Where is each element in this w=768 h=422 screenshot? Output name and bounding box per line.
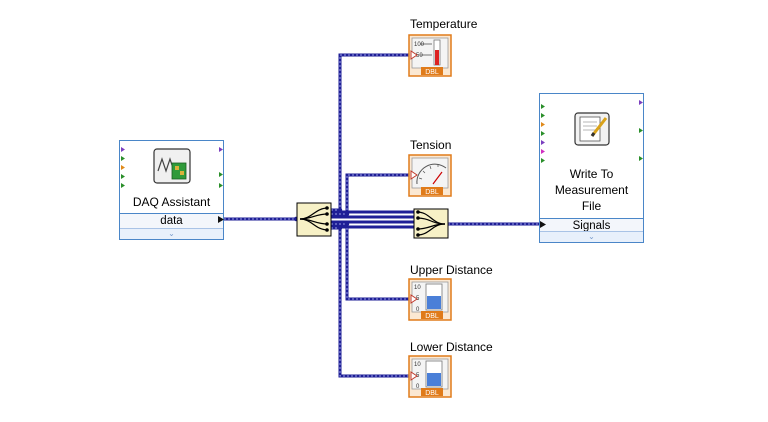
svg-text:5: 5 [416, 296, 420, 302]
write-file-title-line-2: Measurement [554, 183, 629, 197]
svg-text:100: 100 [414, 42, 425, 48]
wire-junctions [293, 207, 350, 231]
write-file-title-line-3: File [581, 199, 602, 213]
tank-icon: 10 5 0 [414, 360, 443, 390]
write-file-title-line-1: Write To [569, 167, 614, 181]
tension-label: Tension [410, 138, 452, 152]
temperature-label: Temperature [410, 17, 478, 31]
daq-assistant-title: DAQ Assistant [132, 195, 211, 209]
dbl-tag: DBL [425, 313, 439, 320]
wire-bundle[interactable] [224, 53, 540, 378]
expand-chevron-icon[interactable]: ⌄ [540, 231, 643, 242]
svg-text:0: 0 [416, 307, 420, 313]
write-file-signals-terminal[interactable]: Signals [540, 218, 643, 233]
tension-indicator[interactable] [408, 154, 452, 197]
lower-distance-label: Lower Distance [410, 340, 493, 354]
gauge-icon [416, 163, 447, 185]
dbl-tag: DBL [425, 390, 439, 397]
upper-distance-indicator[interactable]: 10 5 0 [408, 278, 452, 321]
upper-distance-label: Upper Distance [410, 263, 493, 277]
split-signals-node[interactable] [296, 202, 332, 237]
thermometer-icon: 100 50 [414, 39, 441, 66]
wire-to-temperature[interactable] [331, 53, 412, 212]
write-to-measurement-file-node[interactable]: Write To Measurement File Signals ⌄ [539, 93, 644, 243]
tank-icon: 10 5 0 [414, 283, 443, 313]
daq-icon [153, 148, 191, 184]
svg-text:5: 5 [416, 373, 420, 379]
wire-to-tension[interactable] [331, 173, 412, 216]
svg-text:10: 10 [414, 362, 421, 368]
write-file-icon [574, 112, 610, 146]
wire-to-upper-distance[interactable] [331, 222, 412, 301]
expand-chevron-icon[interactable]: ⌄ [120, 228, 223, 239]
svg-text:50: 50 [416, 53, 423, 59]
daq-data-terminal[interactable]: data [120, 213, 223, 228]
temperature-indicator[interactable]: 100 50 [408, 34, 452, 77]
dbl-tag: DBL [425, 69, 439, 76]
wire-to-lower-distance[interactable] [331, 226, 412, 378]
dbl-tag: DBL [425, 189, 439, 196]
merge-signals-node[interactable] [413, 208, 449, 239]
write-file-terminals [541, 100, 643, 163]
daq-output-arrow-icon [218, 216, 224, 223]
signals-input-arrow-icon [540, 221, 546, 228]
daq-assistant-node[interactable]: DAQ Assistant data ⌄ [119, 140, 224, 240]
svg-text:10: 10 [414, 285, 421, 291]
svg-text:0: 0 [416, 384, 420, 390]
daq-assistant-terminals [121, 147, 223, 188]
lower-distance-indicator[interactable]: 10 5 0 [408, 355, 452, 398]
